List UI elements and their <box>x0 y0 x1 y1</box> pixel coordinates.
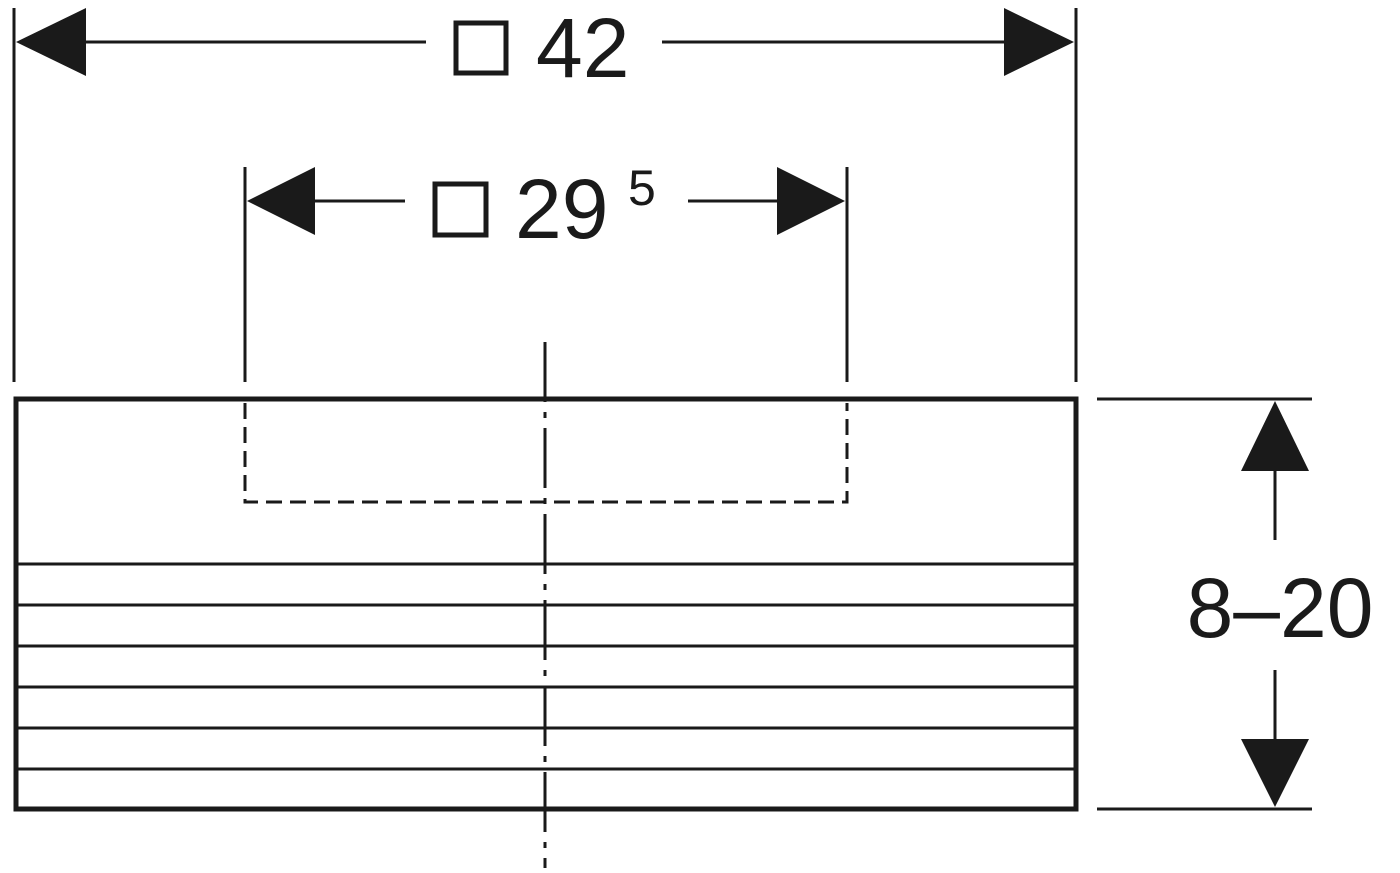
arrowhead-left-icon <box>16 8 86 76</box>
arrowhead-down-icon <box>1241 739 1309 807</box>
arrowhead-right-icon <box>777 167 845 235</box>
height-range-label: 8–20 <box>1187 561 1374 655</box>
dimension-inner-width: 29 5 <box>247 160 845 256</box>
square-symbol-icon <box>453 20 509 76</box>
square-symbol-icon <box>432 181 489 238</box>
inner-width-label: 29 <box>515 162 608 256</box>
dimension-outer-width: 42 <box>16 1 1074 95</box>
extension-lines <box>12 8 1312 811</box>
arrowhead-right-icon <box>1004 8 1074 76</box>
arrowhead-left-icon <box>247 167 315 235</box>
inner-width-superscript: 5 <box>628 160 656 216</box>
outer-width-label: 42 <box>536 1 629 95</box>
dimension-height-range: 8–20 <box>1187 401 1374 807</box>
arrowhead-up-icon <box>1241 401 1309 471</box>
